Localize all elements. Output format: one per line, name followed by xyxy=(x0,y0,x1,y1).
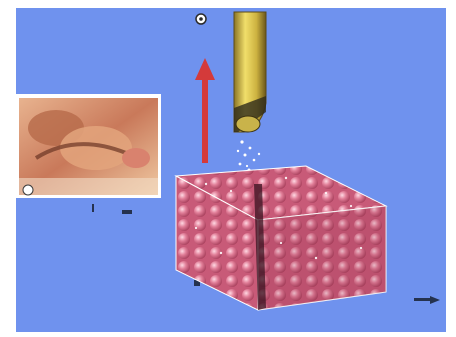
nanoparticle-block xyxy=(176,166,386,310)
top-marker-icon xyxy=(196,14,206,24)
upward-arrow-icon xyxy=(195,58,215,163)
illustration-svg xyxy=(16,8,446,332)
inset-photo xyxy=(16,94,161,198)
pen-tip-icon xyxy=(234,12,266,132)
nanostructure-illustration xyxy=(16,8,446,332)
